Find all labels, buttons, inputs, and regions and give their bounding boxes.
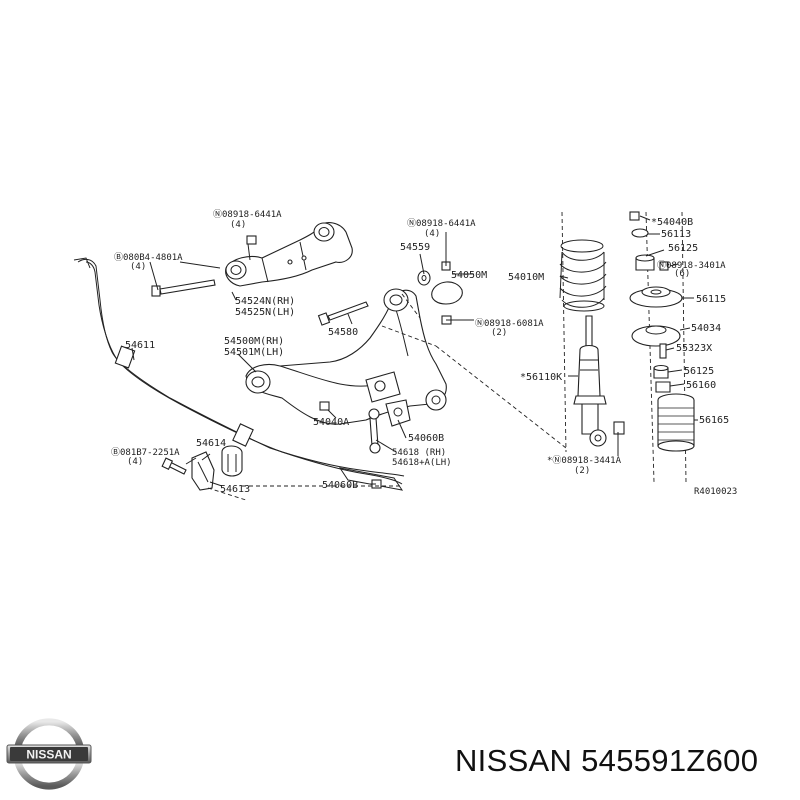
nut-upper-arm [246, 235, 257, 245]
label-54010m: 54010M [508, 272, 544, 283]
label-54618: 54618 (RH) [392, 448, 446, 458]
label-080b4-4801a: Ⓑ080B4-4801A [114, 252, 183, 263]
label-56115: 56115 [696, 294, 726, 305]
label-54500m: 54500M(RH) [224, 336, 284, 347]
label-qty-mid: (4) [424, 229, 440, 239]
label-54580: 54580 [328, 327, 358, 338]
label-qty-b7: (4) [127, 457, 143, 467]
bracket-54060b [385, 399, 411, 427]
label-56125-b: 56125 [684, 366, 714, 377]
label-54524n: 54524N(RH) [235, 296, 295, 307]
label-54050m: 54050M [451, 270, 487, 281]
nut-54040b [629, 211, 640, 221]
label-54060b-bottom: 54060B [322, 480, 358, 491]
label-qty-b: (4) [130, 262, 146, 272]
label-qty-6: (6) [674, 269, 690, 279]
label-54034: 54034 [691, 323, 721, 334]
label-56113: 56113 [661, 229, 691, 240]
label-54501m: 54501M(LH) [224, 347, 284, 358]
label-08918-6081a: Ⓝ08918-6081A [475, 318, 544, 329]
stabilizer-bushing [191, 445, 243, 491]
label-qty-3441: (2) [574, 466, 590, 476]
washer-56113 [631, 228, 649, 238]
label-08918-6441a-top: Ⓝ08918-6441A [213, 209, 282, 220]
label-54611: 54611 [125, 340, 155, 351]
label-54060b-right: 54060B [408, 433, 444, 444]
nut-3401a [659, 261, 669, 271]
nut-54040a [319, 401, 330, 411]
bolt-54580 [317, 301, 369, 326]
bolt-081b7 [161, 457, 187, 475]
label-08918-6441a-mid: Ⓝ08918-6441A [407, 218, 476, 229]
stabilizer-link [368, 408, 381, 454]
label-54040a: 54040A [313, 417, 349, 428]
bushing-56125-lower [653, 364, 669, 379]
mount-56115 [629, 286, 683, 308]
label-54040b: *54040B [651, 217, 693, 228]
part-number-caption: NISSAN 545591Z600 [455, 743, 759, 778]
label-08918-3401a: Ⓝ08918-3401A [657, 260, 726, 271]
washer-54559 [417, 270, 431, 286]
upper-control-arm [225, 222, 353, 287]
label-54525n: 54525N(LH) [235, 307, 295, 318]
stabilizer-bar [73, 257, 405, 491]
label-56160: 56160 [686, 380, 716, 391]
label-08918-3441a: *Ⓝ08918-3441A [547, 455, 622, 466]
plate-54050m [431, 281, 463, 305]
label-qty-top: (4) [230, 220, 246, 230]
label-55323x: 55323X [676, 343, 712, 354]
bolt-080b4 [151, 279, 216, 297]
label-081b7-2251a: Ⓑ081B7-2251A [111, 447, 180, 458]
label-56165: 56165 [699, 415, 729, 426]
label-56110k: *56110K [520, 372, 562, 383]
label-54613: 54613 [220, 484, 250, 495]
insulator-54034 [631, 325, 681, 347]
label-qty-6081: (2) [491, 328, 507, 338]
dust-boot-56165 [657, 393, 695, 452]
label-54614: 54614 [196, 438, 226, 449]
coil-spring-54010m [559, 239, 607, 312]
nissan-logo-text: NISSAN [26, 748, 71, 762]
ref-code: R4010023 [694, 487, 737, 497]
shock-absorber-56110k [573, 315, 607, 447]
bolt-55323x [659, 343, 667, 359]
label-54618a: 54618+A(LH) [392, 458, 452, 468]
label-56125-a: 56125 [668, 243, 698, 254]
bushing-56125-upper [635, 254, 655, 271]
label-54559: 54559 [400, 242, 430, 253]
nut-3441a [613, 421, 625, 435]
bumper-56160 [655, 381, 671, 393]
nissan-logo: NISSAN [6, 718, 92, 790]
